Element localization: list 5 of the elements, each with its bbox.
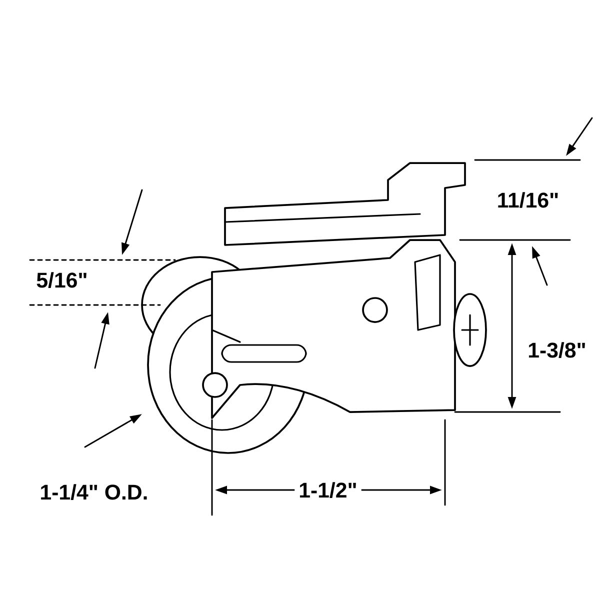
dimension-label: 1-1/4" O.D. (36, 480, 152, 504)
dimension-label: 11/16" (492, 188, 564, 212)
dimension-label: 5/16" (32, 268, 92, 292)
dimension-label: 1-3/8" (524, 338, 590, 362)
dimension-label: 1-1/2" (294, 478, 362, 502)
